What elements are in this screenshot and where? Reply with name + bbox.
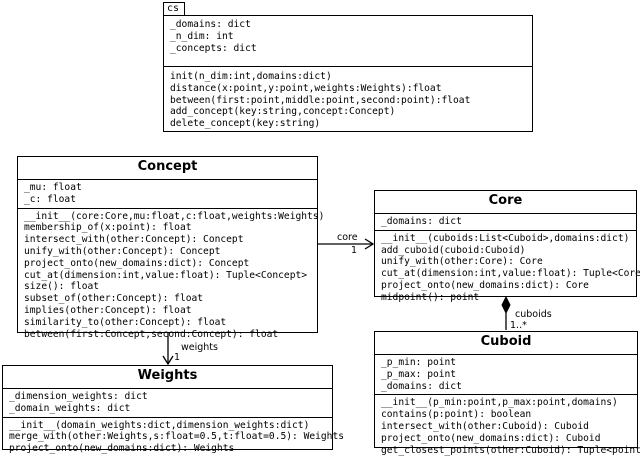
- cs-attributes: _domains: dict _n_dim: int _concepts: di…: [164, 16, 532, 67]
- core-attribute: _domains: dict: [381, 216, 462, 227]
- cuboid-attributes: _p_min: point _p_max: point _domains: di…: [375, 355, 637, 396]
- concept-attributes: _mu: float _c: float: [18, 180, 317, 209]
- cs-attribute: _concepts: dict: [170, 42, 257, 54]
- cuboid-method: contains(p:point): boolean: [381, 409, 532, 421]
- cs-methods: init(n_dim:int,domains:dict) distance(x:…: [164, 67, 532, 132]
- weights-attributes: _dimension_weights: dict _domain_weights…: [3, 389, 332, 418]
- cs-method: between(first:point,middle:point,second:…: [170, 94, 471, 106]
- weights-class-name: Weights: [3, 366, 332, 389]
- concept-core-arrowhead: [364, 238, 375, 250]
- concept-method: subset_of(other:Concept): float: [24, 293, 204, 305]
- weights-methods: __init__(domain_weights:dict,dimension_w…: [3, 418, 345, 457]
- weights-attribute: _domain_weights: dict: [9, 402, 131, 414]
- concept-method: __init__(core:Core,mu:float,c:float,weig…: [24, 210, 325, 222]
- cs-method: distance(x:point,y:point,weights:Weights…: [170, 82, 442, 94]
- core-method: cut_at(dimension:int,value:float): Tuple…: [381, 268, 640, 280]
- concept-class-name: Concept: [18, 157, 317, 180]
- cuboid-method: project_onto(new_domains:dict): Cuboid: [381, 432, 601, 444]
- core-method: __init__(cuboids:List<Cuboid>,domains:di…: [381, 232, 630, 244]
- concept-weights-multiplicity: 1: [174, 352, 181, 363]
- cs-class-name: cs: [167, 3, 180, 14]
- concept-attribute: _c: float: [24, 193, 76, 205]
- cs-attribute: _n_dim: int: [170, 30, 234, 42]
- cuboid-attribute: _p_max: point: [381, 368, 457, 380]
- concept-class-box: Concept _mu: float _c: float __init__(co…: [17, 156, 324, 340]
- cuboid-class-name: Cuboid: [375, 332, 637, 355]
- core-class-box: Core _domains: dict __init__(cuboids:Lis…: [374, 190, 640, 303]
- concept-core-role-label: core: [337, 232, 358, 243]
- cuboid-method: __init__(p_min:point,p_max:point,domains…: [381, 397, 618, 409]
- concept-method: similarity_to(other:Concept): float: [24, 316, 227, 328]
- core-methods: __init__(cuboids:List<Cuboid>,domains:di…: [375, 231, 640, 306]
- cs-attribute: _domains: dict: [170, 19, 251, 30]
- core-method: project_onto(new_domains:dict): Core: [381, 279, 589, 291]
- cuboid-class-box: Cuboid _p_min: point _p_max: point _doma…: [374, 331, 640, 456]
- cs-method: init(n_dim:int,domains:dict): [170, 71, 332, 82]
- concept-method: intersect_with(other:Concept): Concept: [24, 234, 244, 246]
- weights-method: __init__(domain_weights:dict,dimension_w…: [9, 419, 310, 431]
- weights-attribute: _dimension_weights: dict: [9, 391, 148, 402]
- core-cuboid-role-label: cuboids: [515, 309, 552, 320]
- cuboid-methods: __init__(p_min:point,p_max:point,domains…: [375, 395, 640, 458]
- cuboid-attribute: _p_min: point: [381, 357, 457, 368]
- cs-class-box: _domains: dict _n_dim: int _concepts: di…: [163, 15, 533, 132]
- cuboid-method: get_closest_points(other:Cuboid): Tuple<…: [381, 444, 640, 456]
- core-method: unify_with(other:Core): Core: [381, 256, 543, 268]
- core-class-name: Core: [375, 191, 636, 214]
- concept-method: membership_of(x:point): float: [24, 222, 192, 234]
- concept-methods: __init__(core:Core,mu:float,c:float,weig…: [18, 209, 325, 343]
- concept-method: between(first:Concept,second:Concept): f…: [24, 328, 279, 340]
- concept-method: project_onto(new_domains:dict): Concept: [24, 257, 250, 269]
- core-method: midpoint(): point: [381, 291, 480, 303]
- core-attributes: _domains: dict: [375, 214, 636, 231]
- cs-method: add_concept(key:string,concept:Concept): [170, 106, 396, 118]
- cs-class-name-tab: cs: [163, 2, 185, 16]
- concept-method: cut_at(dimension:int,value:float): Tuple…: [24, 269, 308, 281]
- concept-method: implies(other:Concept): float: [24, 304, 192, 316]
- concept-method: unify_with(other:Concept): Concept: [24, 245, 221, 257]
- cuboid-method: intersect_with(other:Cuboid): Cuboid: [381, 420, 589, 432]
- concept-weights-role-label: weights: [181, 342, 218, 353]
- weights-method: project_onto(new_domains:dict): Weights: [9, 443, 235, 455]
- core-method: add_cuboid(cuboid:Cuboid): [381, 244, 526, 256]
- concept-attribute: _mu: float: [24, 182, 82, 193]
- concept-weights-arrowhead: [162, 355, 174, 366]
- cs-method: delete_concept(key:string): [170, 118, 321, 130]
- cuboid-attribute: _domains: dict: [381, 380, 462, 392]
- weights-class-box: Weights _dimension_weights: dict _domain…: [2, 365, 344, 454]
- weights-method: merge_with(other:Weights,s:float=0.5,t:f…: [9, 431, 345, 443]
- core-cuboid-multiplicity: 1..*: [510, 320, 527, 331]
- concept-core-multiplicity: 1: [351, 245, 358, 256]
- concept-method: size(): float: [24, 281, 100, 293]
